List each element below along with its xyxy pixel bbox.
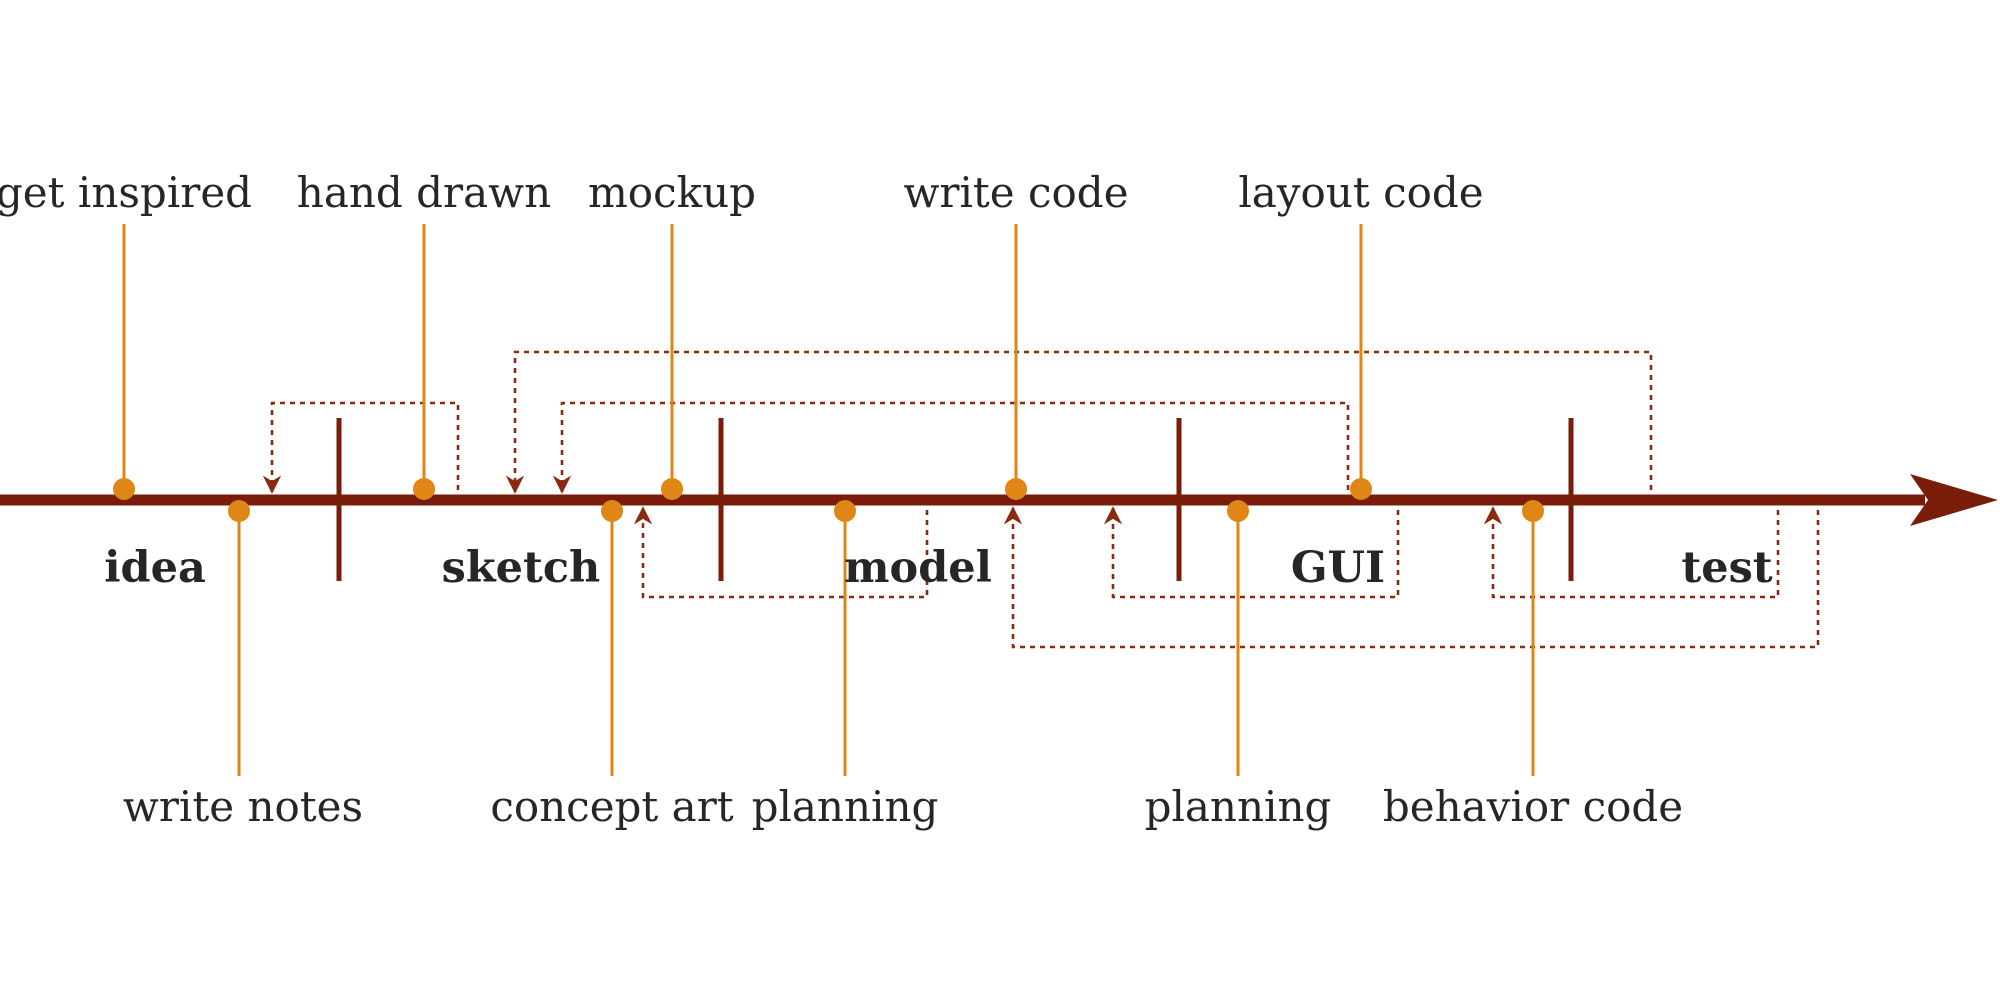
task-write-code: write code xyxy=(903,168,1129,500)
feedback-loop-gui-to-sketch xyxy=(552,401,1350,494)
feedback-loops xyxy=(262,350,1820,649)
task-label: mockup xyxy=(588,168,756,217)
feedback-loop-test-to-model xyxy=(1003,506,1820,649)
axis-arrowhead xyxy=(1910,474,1998,526)
feedback-loop-test-to-sketch xyxy=(505,350,1653,494)
phase-label-gui: GUI xyxy=(1291,543,1385,593)
task-get-inspired: get inspired xyxy=(0,168,252,500)
task-layout-code: layout code xyxy=(1238,168,1484,500)
task-label: planning xyxy=(1145,782,1332,831)
tasks-below: write notes concept art planning plannin… xyxy=(123,500,1683,831)
task-marker xyxy=(661,478,683,500)
task-label: write code xyxy=(903,168,1128,217)
task-label: write notes xyxy=(123,782,363,831)
task-label: behavior code xyxy=(1383,782,1683,831)
task-planning-gui: planning xyxy=(1145,500,1332,831)
feedback-loop-test-inner xyxy=(1483,506,1780,599)
task-marker xyxy=(834,500,856,522)
task-label: hand drawn xyxy=(297,168,551,217)
phase-label-model: model xyxy=(844,543,992,593)
task-label: concept art xyxy=(490,782,733,831)
task-planning-model: planning xyxy=(752,500,939,831)
feedback-loop-model-to-sketch xyxy=(633,506,929,599)
phase-label-idea: idea xyxy=(104,543,206,593)
task-label: planning xyxy=(752,782,939,831)
task-marker xyxy=(1227,500,1249,522)
tasks-above: get inspired hand drawn mockup write cod… xyxy=(0,168,1484,500)
task-marker xyxy=(413,478,435,500)
task-mockup: mockup xyxy=(588,168,756,500)
task-marker xyxy=(1005,478,1027,500)
task-marker xyxy=(601,500,623,522)
task-label: layout code xyxy=(1238,168,1483,217)
task-marker xyxy=(228,500,250,522)
task-hand-drawn: hand drawn xyxy=(297,168,551,500)
task-concept-art: concept art xyxy=(490,500,734,831)
task-marker xyxy=(1350,478,1372,500)
phase-labels: idea sketch model GUI test xyxy=(104,543,1773,593)
task-marker xyxy=(1522,500,1544,522)
phase-separators xyxy=(336,418,1574,581)
timeline-axis xyxy=(0,474,1998,526)
phase-label-sketch: sketch xyxy=(442,543,601,593)
task-behavior-code: behavior code xyxy=(1383,500,1683,831)
feedback-loop-gui-to-model xyxy=(1103,506,1400,599)
task-marker xyxy=(113,478,135,500)
task-label: get inspired xyxy=(0,168,252,217)
feedback-loop-sketch-to-idea xyxy=(262,401,460,494)
task-write-notes: write notes xyxy=(123,500,363,831)
phase-label-test: test xyxy=(1681,543,1772,593)
